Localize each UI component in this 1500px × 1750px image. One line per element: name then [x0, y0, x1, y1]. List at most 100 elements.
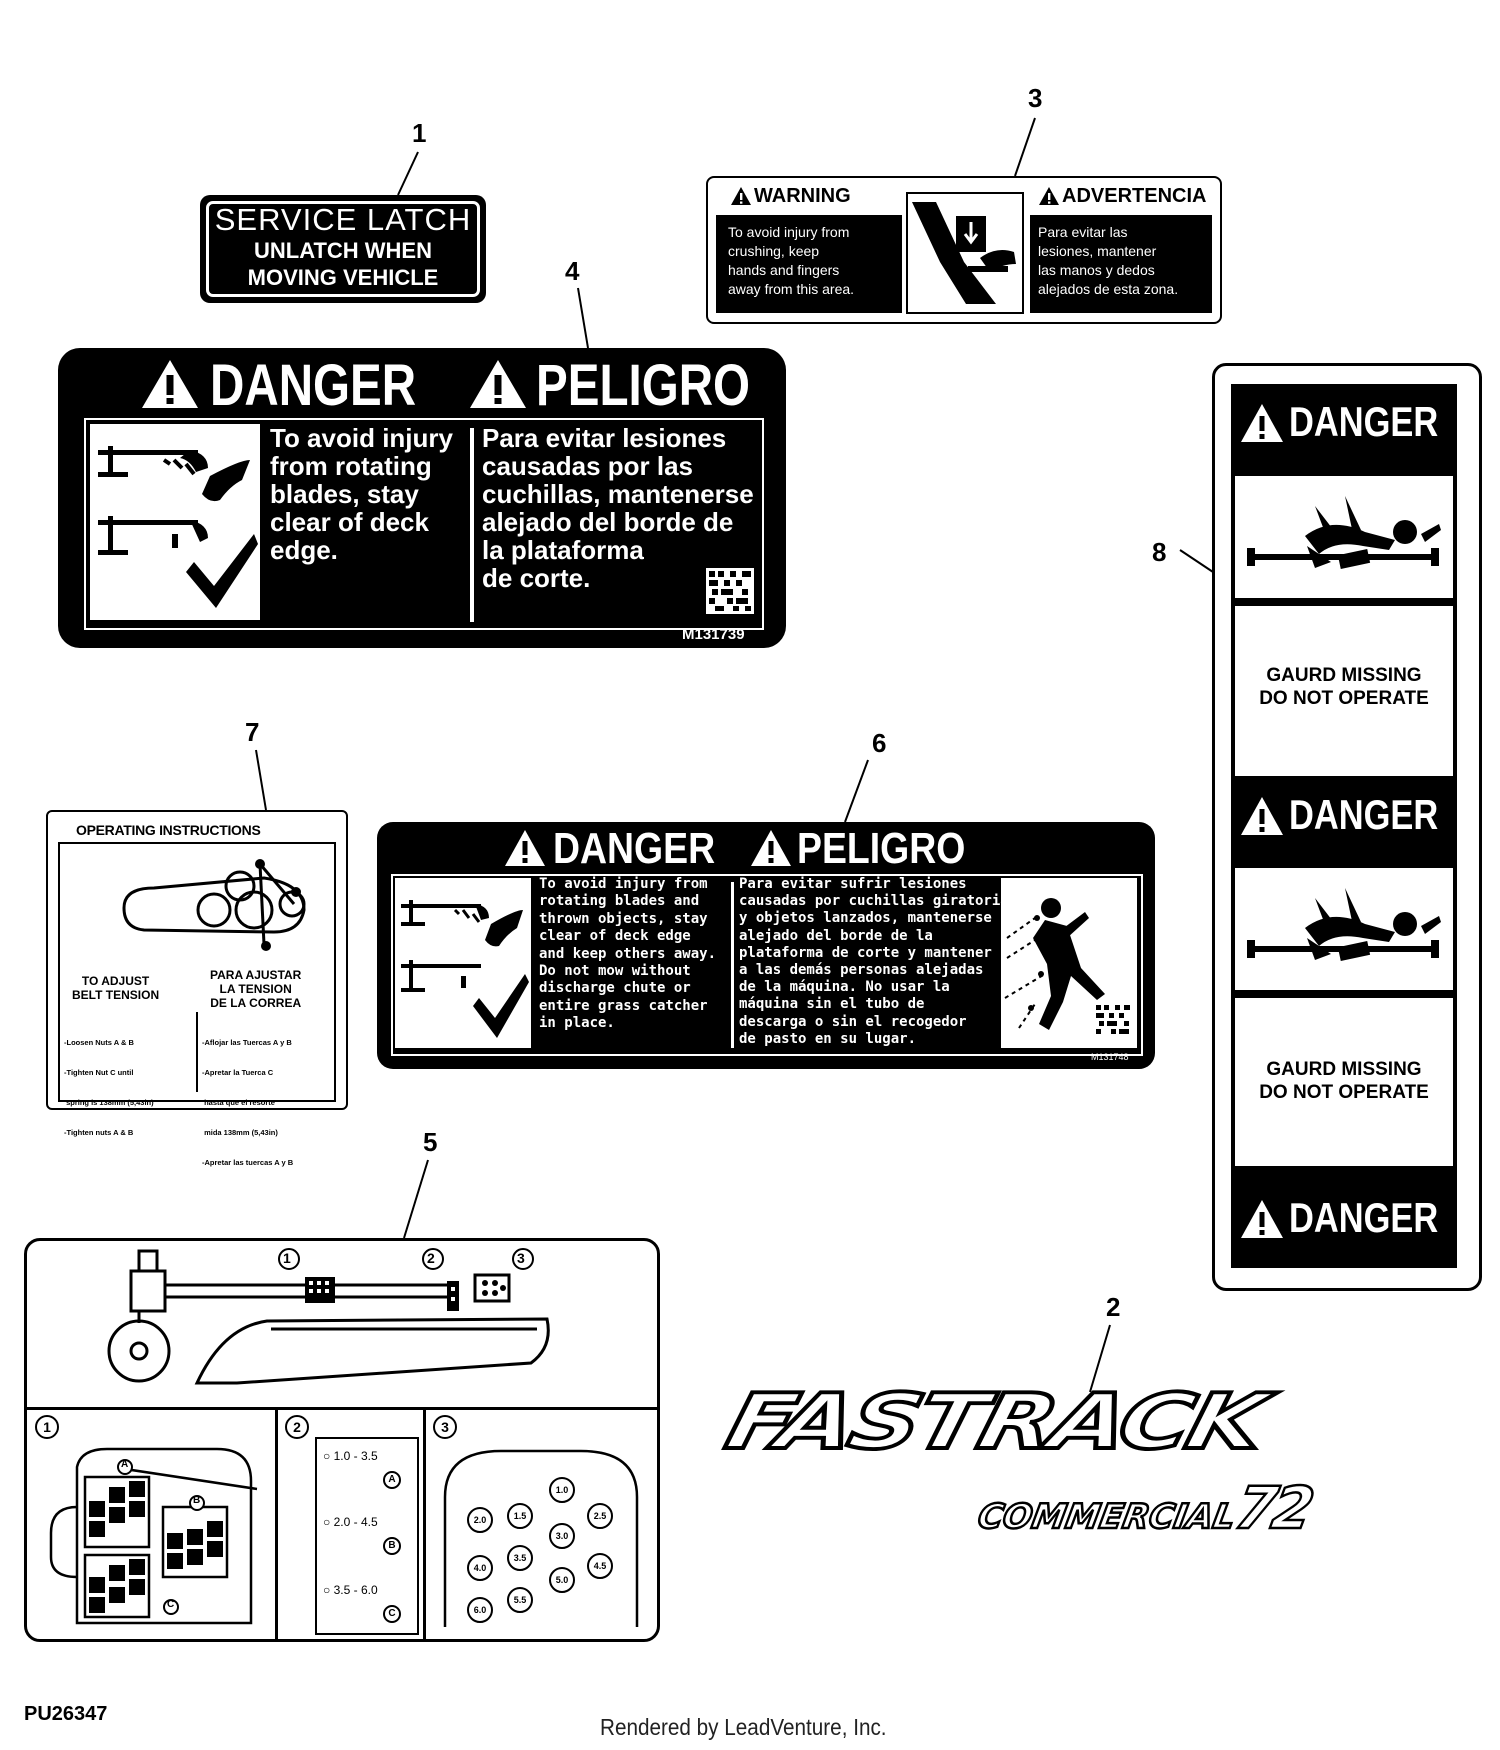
service-latch-decal: SERVICE LATCH UNLATCH WHEN MOVING VEHICL… [200, 195, 486, 303]
text-line: spring is 138mm (5,43in) [64, 1098, 154, 1107]
entanglement-pictogram-icon [1247, 888, 1441, 961]
text-line: la plataforma [482, 535, 644, 565]
text-line: blades, stay [270, 479, 419, 509]
model-number: 72 [1229, 1473, 1316, 1544]
pin-letter-b: B [193, 1495, 201, 1506]
text-line: edge. [270, 535, 338, 565]
text-line: alejados de esta zona. [1038, 281, 1179, 297]
text-line: hasta que el resorte [202, 1098, 275, 1107]
dial-value: 1.0 [549, 1477, 575, 1503]
marker-1: 1 [283, 1250, 291, 1266]
text-line: To avoid injury [270, 423, 453, 453]
range-label: 2.0 - 4.5 [333, 1515, 378, 1529]
model-wordmark: COMMERCIAL72 [974, 1473, 1317, 1544]
danger-text-en: To avoid injury from rotating blades, st… [270, 424, 453, 564]
range-label: 1.0 - 3.5 [333, 1449, 378, 1463]
fastrack-logo-decal: FASTRACK COMMERCIAL72 [716, 1376, 1380, 1543]
dial-value: 4.0 [467, 1555, 493, 1581]
text-line: -Loosen Nuts A & B [64, 1038, 134, 1047]
danger-label: DANGER [210, 353, 417, 418]
danger-thrown-objects-decal: DANGER PELIGRO To avoid injury from rota… [377, 822, 1155, 1069]
callout-1: 1 [412, 118, 427, 148]
service-latch-line2: UNLATCH WHEN [253, 238, 432, 263]
text-line: las manos y dedos [1038, 262, 1155, 278]
thrown-objects-pictogram-icon [1001, 878, 1137, 1048]
text-line: DO NOT OPERATE [1259, 1082, 1429, 1103]
danger-text-es: Para evitar sufrir lesiones causadas por… [739, 876, 1017, 1048]
text-line: a las demás personas alejadas [739, 962, 984, 979]
blade-contact-pictogram-icon [395, 878, 531, 1048]
guard-missing-decal: DANGER GAURD MISSING DO NOT OPERATE DANG… [1212, 363, 1482, 1291]
text-line: mida 138mm (5,43in) [202, 1128, 278, 1137]
part-number: M131739 [682, 626, 745, 643]
text-line: To avoid injury from [539, 876, 708, 892]
qr-code-icon [1093, 1002, 1133, 1040]
panel-marker-1: 1 [35, 1415, 59, 1439]
height-range: ○ 3.5 - 6.0 [323, 1583, 378, 1597]
guard-missing-text: GAURD MISSING DO NOT OPERATE [1235, 998, 1453, 1166]
belt-routing-diagram-icon [122, 859, 306, 951]
warning-text-es: Para evitar las lesiones, mantener las m… [1030, 215, 1212, 313]
pin-letter-a: A [121, 1459, 129, 1470]
height-dial-icon [443, 1449, 639, 1627]
text-line: thrown objects, stay [539, 910, 708, 927]
marker-2: 2 [427, 1250, 435, 1266]
height-of-cut-decal: 1 2 3 1 2 3 A B C ○ 1.0 - 3.5 ○ 2.0 - 4.… [24, 1238, 660, 1642]
danger-triangle-icon [1241, 404, 1283, 442]
warning-triangle-icon [731, 187, 751, 205]
text-line: TO ADJUST [81, 974, 150, 988]
text-line: discharge chute or [539, 980, 691, 997]
advertencia-label: ADVERTENCIA [1062, 185, 1207, 207]
panel-marker-2: 2 [285, 1415, 309, 1439]
pin-letter-c: C [167, 1599, 175, 1610]
dial-value: 2.0 [467, 1507, 493, 1533]
operating-instructions-decal: OPERATING INSTRUCTIONS TO ADJUST BELT TE… [46, 810, 348, 1167]
text-line: máquina sin el tubo de [739, 996, 925, 1013]
dial-value: 4.5 [587, 1553, 613, 1579]
danger-label: DANGER [1289, 791, 1439, 838]
callout-3: 3 [1028, 83, 1043, 113]
dial-value: 2.5 [587, 1503, 613, 1529]
panel-marker-3: 3 [433, 1415, 457, 1439]
warning-crush-decal: WARNING ADVERTENCIA To avoid injury from… [706, 176, 1222, 324]
guard-missing-text: GAURD MISSING DO NOT OPERATE [1235, 606, 1453, 776]
danger-triangle-icon [505, 830, 545, 866]
brand-wordmark: FASTRACK [716, 1376, 1274, 1469]
danger-blades-decal: DANGER PELIGRO To avoid injury from rota… [58, 348, 786, 648]
service-latch-line3: MOVING VEHICLE [247, 265, 439, 290]
text-line: away from this area. [728, 281, 855, 297]
danger-label: DANGER [553, 824, 716, 873]
dial-value: 5.5 [507, 1587, 533, 1613]
service-latch-title: SERVICE LATCH [214, 202, 472, 237]
text-line: Para evitar sufrir lesiones [739, 876, 967, 892]
range-letter-b: B [383, 1537, 401, 1555]
text-line: alejado del borde de la [739, 927, 933, 944]
text-line: -Apretar la Tuerca C [202, 1068, 274, 1077]
danger-bar: DANGER [1235, 781, 1453, 851]
danger-text-es: Para evitar lesiones causadas por las cu… [482, 424, 754, 592]
text-line: lesiones, mantener [1038, 243, 1157, 259]
text-line: To avoid injury from [728, 224, 850, 240]
height-range-panel [315, 1437, 419, 1635]
dial-value: 3.5 [507, 1545, 533, 1571]
hand-crush-pictogram-icon [906, 192, 1024, 314]
part-number: M131748 [1091, 1052, 1129, 1062]
warning-text-en: To avoid injury from crushing, keep hand… [716, 215, 902, 313]
text-line: BELT TENSION [72, 988, 160, 1002]
warning-label: WARNING [754, 185, 851, 207]
text-line: Para evitar lesiones [482, 423, 727, 453]
marker-3: 3 [517, 1250, 525, 1266]
callout-2: 2 [1106, 1292, 1121, 1322]
text-line: -Tighten Nut C until [64, 1068, 134, 1077]
text-line: rotating blades and [539, 893, 700, 910]
text-line: GAURD MISSING [1266, 1059, 1422, 1080]
danger-triangle-icon [470, 360, 526, 408]
danger-triangle-icon [1241, 797, 1283, 835]
adjust-steps-es: -Aflojar las Tuercas A y B -Apretar la T… [202, 1018, 293, 1188]
render-credit: Rendered by LeadVenture, Inc. [600, 1714, 887, 1740]
callout-8: 8 [1152, 537, 1167, 567]
danger-label: DANGER [1289, 1194, 1439, 1241]
callout-6: 6 [872, 728, 887, 758]
pin-positions-diagram-icon [49, 1447, 258, 1625]
callout-4: 4 [565, 256, 580, 286]
